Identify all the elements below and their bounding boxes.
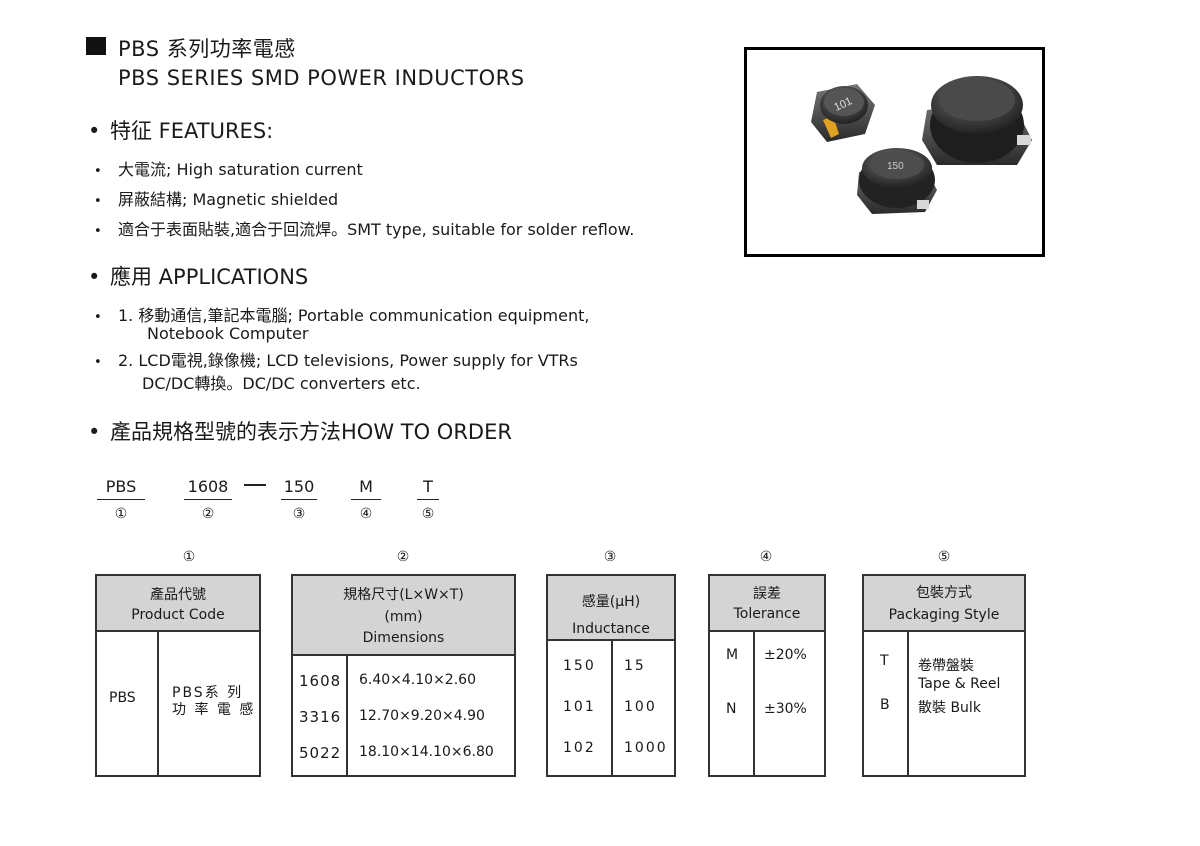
tolerance-table: 誤差 Tolerance M ±20% N ±30% <box>708 574 826 777</box>
table-header: 感量(μH) Inductance <box>548 576 674 641</box>
table-divider <box>157 632 159 775</box>
table-number: ③ <box>603 549 617 565</box>
mid-inductor: 150 <box>857 148 937 214</box>
table-cell: 150 <box>563 658 596 674</box>
feature-item: •大電流; High saturation current <box>94 160 363 179</box>
table-cell: 6.40×4.10×2.60 <box>359 672 476 688</box>
bullet-icon: • <box>88 119 101 143</box>
bullet-icon: • <box>94 194 102 209</box>
application-item: •2. LCD電視,錄像機; LCD televisions, Power su… <box>94 351 578 370</box>
table-number: ② <box>396 549 410 565</box>
product-code-table: 產品代號 Product Code PBS PBS系 列 功 率 電 感 <box>95 574 261 777</box>
table-divider <box>907 632 909 775</box>
bullet-icon: • <box>88 420 101 444</box>
bullet-icon: • <box>88 265 101 289</box>
inductor-illustration: 101 150 <box>811 76 1032 214</box>
table-header: 產品代號 Product Code <box>97 576 259 632</box>
small-inductor: 101 <box>811 84 875 142</box>
page-title-en: PBS SERIES SMD POWER INDUCTORS <box>118 66 525 90</box>
table-cell: 卷帶盤裝 <box>918 658 974 674</box>
table-cell: 15 <box>624 658 646 674</box>
table-header: 誤差 Tolerance <box>710 576 824 632</box>
application-item: •1. 移動通信,筆記本電腦; Portable communication e… <box>94 306 590 325</box>
bullet-icon: • <box>94 355 102 370</box>
applications-heading: •應用 APPLICATIONS <box>88 265 309 289</box>
table-cell: 散裝 Bulk <box>918 700 981 716</box>
inductor-marking-mid: 150 <box>887 161 904 172</box>
table-divider <box>753 632 755 775</box>
table-cell: 18.10×14.10×6.80 <box>359 744 494 760</box>
features-heading: •特征 FEATURES: <box>88 119 274 143</box>
table-cell: PBS <box>109 690 136 706</box>
black-square-bullet <box>86 37 106 55</box>
table-cell: 5022 <box>299 744 342 762</box>
table-cell: 1000 <box>624 740 668 756</box>
bullet-icon: • <box>94 164 102 179</box>
table-cell: ±20% <box>764 647 807 663</box>
table-cell: T <box>880 653 889 669</box>
how-to-order-heading: •產品規格型號的表示方法HOW TO ORDER <box>88 420 512 444</box>
table-cell: N <box>726 701 737 717</box>
table-cell: 100 <box>624 699 657 715</box>
dimensions-table: 規格尺寸(L×W×T) (mm) Dimensions 1608 6.40×4.… <box>291 574 516 777</box>
table-cell: M <box>726 647 739 663</box>
feature-item: •屏蔽結構; Magnetic shielded <box>94 190 339 209</box>
table-header: 包裝方式 Packaging Style <box>864 576 1024 632</box>
table-number: ① <box>182 549 196 565</box>
table-cell: Tape & Reel <box>918 676 1001 692</box>
table-number: ⑤ <box>937 549 951 565</box>
feature-item: •適合于表面貼裝,適合于回流焊。SMT type, suitable for s… <box>94 220 635 239</box>
application-item-cont: DC/DC轉換。DC/DC converters etc. <box>142 374 421 393</box>
table-cell: 101 <box>563 699 596 715</box>
table-number: ④ <box>759 549 773 565</box>
large-inductor <box>922 76 1032 165</box>
table-cell: 12.70×9.20×4.90 <box>359 708 485 724</box>
table-divider <box>611 641 613 775</box>
table-cell: PBS系 列 <box>172 685 244 701</box>
bullet-icon: • <box>94 310 102 325</box>
inductance-table: 感量(μH) Inductance 150 15 101 100 102 100… <box>546 574 676 777</box>
table-divider <box>346 656 348 775</box>
page-title-cn: PBS 系列功率電感 <box>118 37 296 61</box>
table-cell: 3316 <box>299 708 342 726</box>
bullet-icon: • <box>94 224 102 239</box>
application-item-cont: Notebook Computer <box>147 324 309 343</box>
table-cell: 1608 <box>299 672 342 690</box>
product-photo: 101 150 <box>744 47 1045 257</box>
packaging-table: 包裝方式 Packaging Style T 卷帶盤裝 Tape & Reel … <box>862 574 1026 777</box>
order-code-dash <box>244 484 266 486</box>
table-header: 規格尺寸(L×W×T) (mm) Dimensions <box>293 576 514 656</box>
table-cell: ±30% <box>764 701 807 717</box>
table-cell: B <box>880 697 890 713</box>
table-cell: 功 率 電 感 <box>172 702 256 718</box>
table-cell: 102 <box>563 740 596 756</box>
